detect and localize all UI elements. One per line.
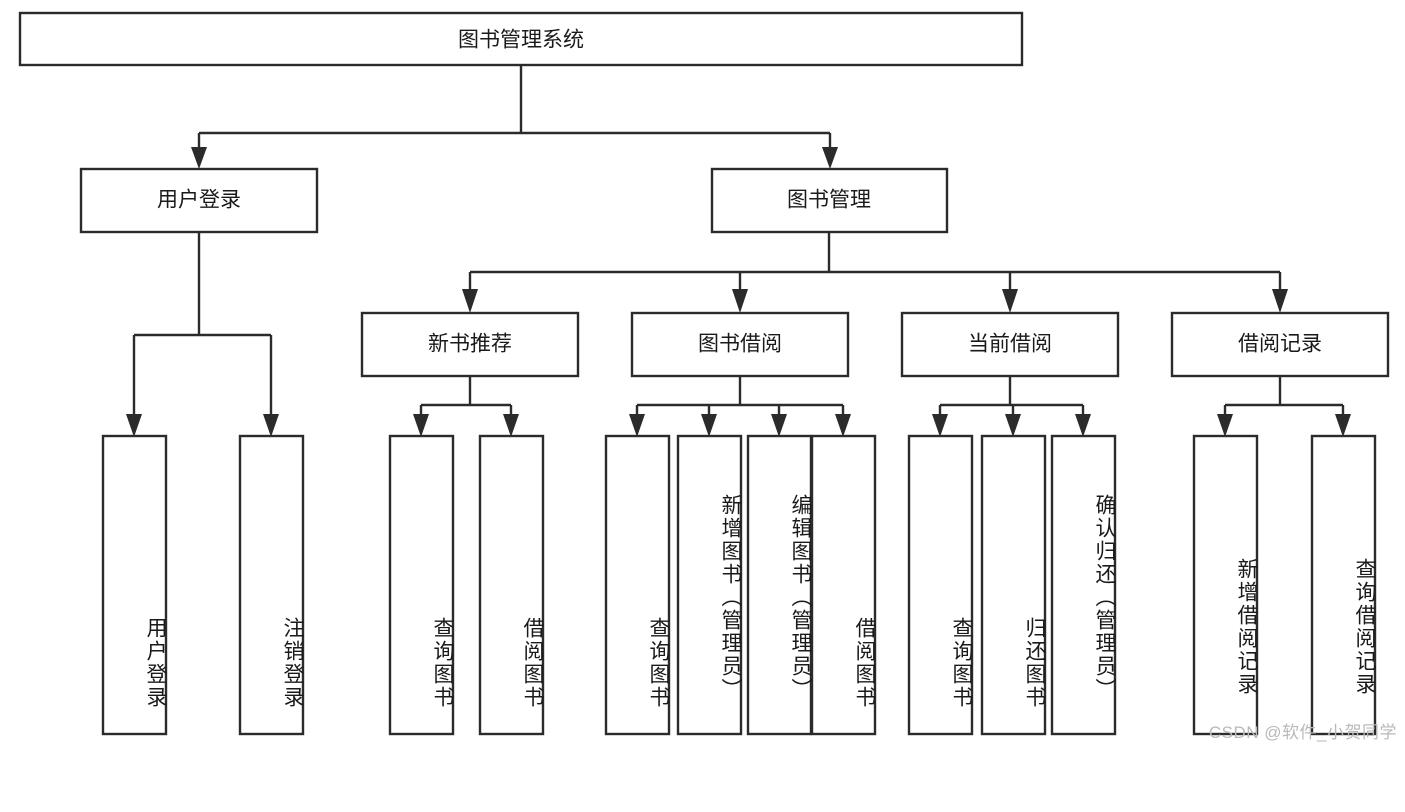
leaf-box-borrow-book-2[interactable] [810,434,877,736]
node-root[interactable]: 图书管理系统 [18,11,1024,67]
arrow-to-book-borrow [732,289,748,313]
borrow-record-label: 借阅记录 [1238,333,1322,356]
root-box[interactable] [18,11,1024,67]
arrow-to-leaf-borrow-book-1 [503,414,519,437]
arrow-to-leaf-return-book [1005,414,1021,437]
current-borrow-box[interactable] [900,311,1120,378]
arrow-to-book-manage [822,147,838,169]
node-new-book-recommend[interactable]: 新书推荐 [360,311,580,378]
leaf-box-query-book-2[interactable] [604,434,671,736]
arrow-to-leaf-add-book [701,414,717,437]
leaf-box-logout-login[interactable] [238,434,305,736]
edge-book-manage-to-level3 [462,232,1288,313]
leaf-box-return-book[interactable] [980,434,1047,736]
root-label: 图书管理系统 [458,29,584,52]
edge-borrow-record-to-leaves [1217,376,1351,437]
leaf-box-add-book[interactable] [676,434,743,736]
arrow-to-leaf-add-record [1217,414,1233,437]
node-book-manage[interactable]: 图书管理 [710,167,949,234]
arrow-to-leaf-query-record [1335,414,1351,437]
arrow-to-leaf-edit-book [771,414,787,437]
node-borrow-record[interactable]: 借阅记录 [1170,311,1390,378]
arrow-to-new-book-recommend [462,289,478,313]
leaf-box-add-record[interactable] [1192,434,1259,736]
edge-current-borrow-to-leaves [932,376,1091,437]
diagram-canvas: 图书管理系统 用户登录 图书管理 [18,11,1397,742]
leaf-box-edit-book[interactable] [746,434,813,736]
new-book-recommend-label: 新书推荐 [428,333,512,356]
watermark-text: CSDN @软件_小贺同学 [1208,723,1397,742]
book-borrow-label: 图书借阅 [698,333,782,356]
edge-new-book-recommend-to-leaves [413,376,519,437]
leaf-box-query-book-1[interactable] [388,434,455,736]
node-current-borrow[interactable]: 当前借阅 [900,311,1120,378]
arrow-to-leaf-confirm-return [1075,414,1091,437]
leaf-boxes-group [101,434,1377,736]
leaf-box-confirm-return[interactable] [1050,434,1117,736]
leaf-box-query-book-3[interactable] [907,434,974,736]
leaf-box-borrow-book-1[interactable] [478,434,545,736]
arrow-to-leaf-query-book-3 [932,414,948,437]
node-book-borrow[interactable]: 图书借阅 [630,311,850,378]
leaf-box-user-login[interactable] [101,434,168,736]
arrow-to-leaf-query-book-2 [629,414,645,437]
arrow-to-leaf-user-login [126,414,142,437]
flowchart-svg: 图书管理系统 用户登录 图书管理 [18,11,1390,736]
arrow-to-current-borrow [1002,289,1018,313]
arrow-to-leaf-query-book-1 [413,414,429,437]
edge-user-login-to-leaves [126,232,279,437]
arrow-to-leaf-logout-login [263,414,279,437]
user-login-label: 用户登录 [157,189,241,212]
new-book-recommend-box[interactable] [360,311,580,378]
arrow-to-borrow-record [1272,289,1288,313]
edge-book-borrow-to-leaves [629,376,851,437]
user-login-box[interactable] [79,167,319,234]
node-user-login[interactable]: 用户登录 [79,167,319,234]
arrow-to-leaf-borrow-book-2 [835,414,851,437]
leaf-box-query-record[interactable] [1310,434,1377,736]
book-manage-label: 图书管理 [787,189,871,212]
current-borrow-label: 当前借阅 [968,333,1052,356]
arrow-to-user-login [191,147,207,169]
edge-root-to-level2 [191,65,838,169]
